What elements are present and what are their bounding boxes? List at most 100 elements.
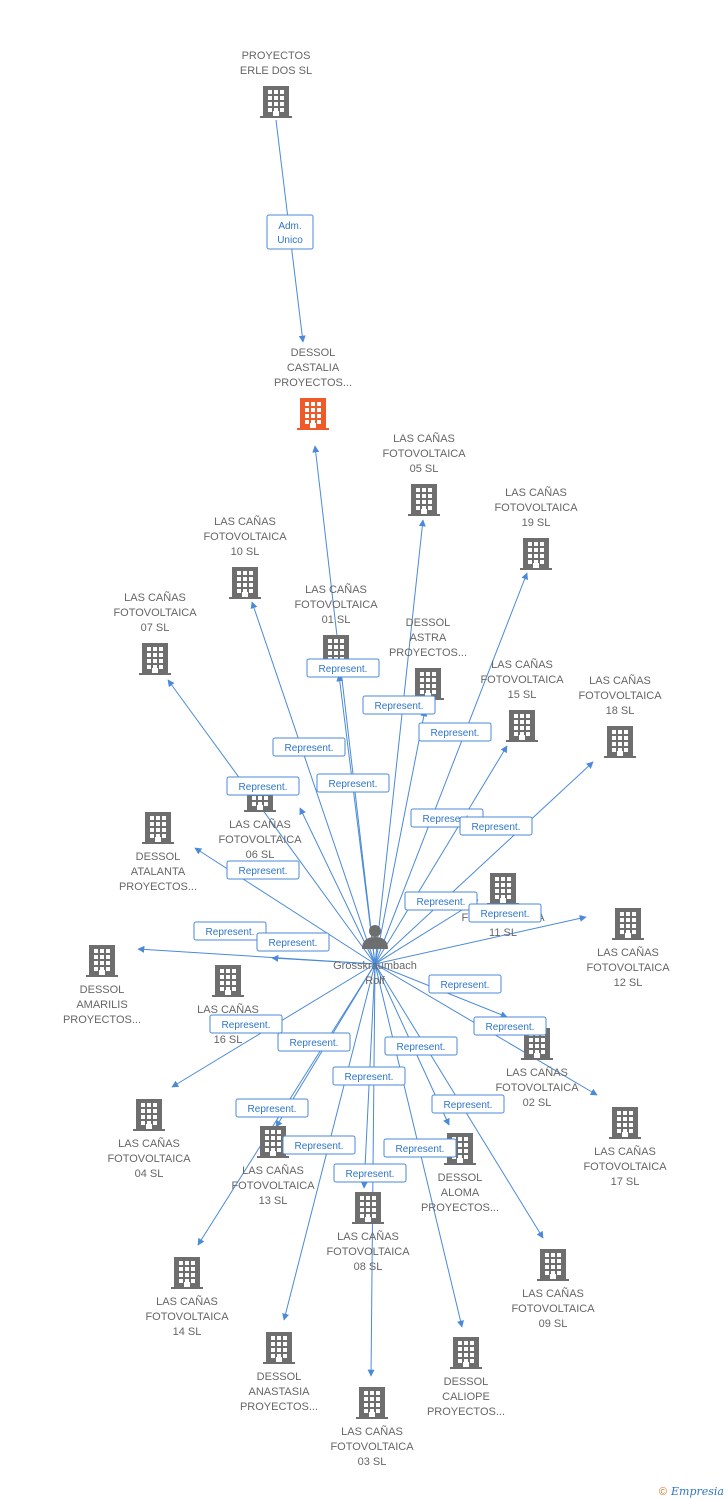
edge-label-text: Represent.: [417, 897, 466, 908]
edge-label: Represent.: [384, 1036, 458, 1056]
node-label: FOTOVOLTAICA: [107, 1153, 191, 1165]
node-label: LAS CAÑAS: [337, 1230, 399, 1243]
node-label: DESSOL: [438, 1172, 483, 1184]
node-atalanta[interactable]: DESSOLATALANTAPROYECTOS...: [119, 812, 197, 893]
node-label: PROYECTOS: [242, 50, 311, 62]
node-anastasia[interactable]: DESSOLANASTASIAPROYECTOS...: [240, 1332, 318, 1413]
building-icon: [520, 538, 552, 570]
node-aloma[interactable]: DESSOLALOMAPROYECTOS...: [421, 1133, 499, 1214]
brand-name: Empresia: [671, 1485, 724, 1498]
node-label: ATALANTA: [131, 866, 186, 878]
edge-label-text: Adm.: [278, 221, 301, 232]
edge-label: Represent.: [235, 1098, 309, 1118]
node-label: DESSOL: [80, 984, 125, 996]
edge-rolf-to-c11: [374, 899, 479, 965]
node-label: LAS CAÑAS: [491, 658, 553, 671]
edge-label: Represent.: [333, 1163, 407, 1183]
node-c08[interactable]: LAS CAÑAS FOTOVOLTAICA 08 SL: [326, 1192, 410, 1273]
edge-label: Represent.: [431, 1094, 505, 1114]
node-label: FOTOVOLTAICA: [326, 1246, 410, 1258]
node-label: 03 SL: [358, 1456, 387, 1468]
node-astra[interactable]: DESSOLASTRAPROYECTOS...: [389, 617, 467, 700]
edge-label-text: Represent.: [481, 909, 530, 920]
building-icon: [263, 1332, 295, 1364]
edge-label: Represent.: [282, 1135, 356, 1155]
edge-label: Represent.: [362, 695, 436, 715]
node-label: FOTOVOLTAICA: [495, 1082, 579, 1094]
edge-label-text: Represent.: [441, 980, 490, 991]
building-icon: [212, 965, 244, 997]
node-caliope[interactable]: DESSOLCALIOPEPROYECTOS...: [427, 1337, 505, 1418]
edge-label-text: Represent.: [397, 1042, 446, 1053]
edge-rolf-to-c15: [374, 745, 508, 965]
node-label: LAS CAÑAS: [242, 1164, 304, 1177]
building-icon: [139, 643, 171, 675]
node-c04[interactable]: LAS CAÑAS FOTOVOLTAICA 04 SL: [107, 1099, 191, 1180]
node-label: LAS CAÑAS: [229, 818, 291, 831]
node-amarilis[interactable]: DESSOLAMARILISPROYECTOS...: [63, 945, 141, 1026]
edge-rolf-to-c06: [299, 807, 376, 965]
node-label: LAS CAÑAS: [156, 1295, 218, 1308]
building-icon: [537, 1249, 569, 1281]
building-icon: [142, 812, 174, 844]
edge-label-text: Represent.: [206, 927, 255, 938]
edge-labels-layer: Adm.UnicoRepresent.Represent.Represent.R…: [193, 214, 547, 1183]
node-label: AMARILIS: [76, 999, 127, 1011]
node-label: 04 SL: [135, 1168, 164, 1180]
node-label: LAS CAÑAS: [124, 591, 186, 604]
edge-rolf-to-c01: [336, 674, 376, 965]
node-label: 09 SL: [539, 1318, 568, 1330]
edge-rolf-to-astra: [374, 709, 428, 965]
node-label: LAS CAÑAS: [505, 486, 567, 499]
node-label: Grosskraumbach: [333, 960, 417, 972]
node-label: 01 SL: [322, 614, 351, 626]
edge-label-text: Represent.: [486, 1022, 535, 1033]
edge-label: Represent.: [193, 921, 267, 941]
node-label: Rolf: [365, 975, 386, 987]
edge-label: Represent.: [277, 1032, 351, 1052]
node-label: 15 SL: [508, 689, 537, 701]
node-label: 14 SL: [173, 1326, 202, 1338]
edge-label-text: Represent.: [329, 779, 378, 790]
building-icon: [297, 398, 329, 430]
edge-label: Represent.: [209, 1014, 283, 1034]
node-label: ANASTASIA: [249, 1386, 311, 1398]
node-label: LAS CAÑAS: [197, 1003, 259, 1016]
node-label: LAS CAÑAS: [594, 1145, 656, 1158]
edge-label: Represent.: [226, 776, 300, 796]
node-label: FOTOVOLTAICA: [294, 599, 378, 611]
node-label: 08 SL: [354, 1261, 383, 1273]
building-icon: [257, 1126, 289, 1158]
edge-label: Represent.: [473, 1016, 547, 1036]
edge-label: Represent.: [404, 891, 478, 911]
edge-rolf-to-c19: [374, 572, 528, 965]
node-label: FOTOVOLTAICA: [578, 690, 662, 702]
node-label: PROYECTOS...: [421, 1202, 499, 1214]
node-label: LAS CAÑAS: [118, 1137, 180, 1150]
edge-rolf-to-c05: [374, 519, 426, 965]
edge-label-text: Represent.: [396, 1144, 445, 1155]
node-label: PROYECTOS...: [240, 1401, 318, 1413]
edge-label: Represent.: [459, 816, 533, 836]
node-c16[interactable]: LAS CAÑASFOTO16 SL: [197, 965, 259, 1046]
building-icon: [612, 908, 644, 940]
node-castalia[interactable]: DESSOLCASTALIAPROYECTOS...: [274, 347, 352, 430]
